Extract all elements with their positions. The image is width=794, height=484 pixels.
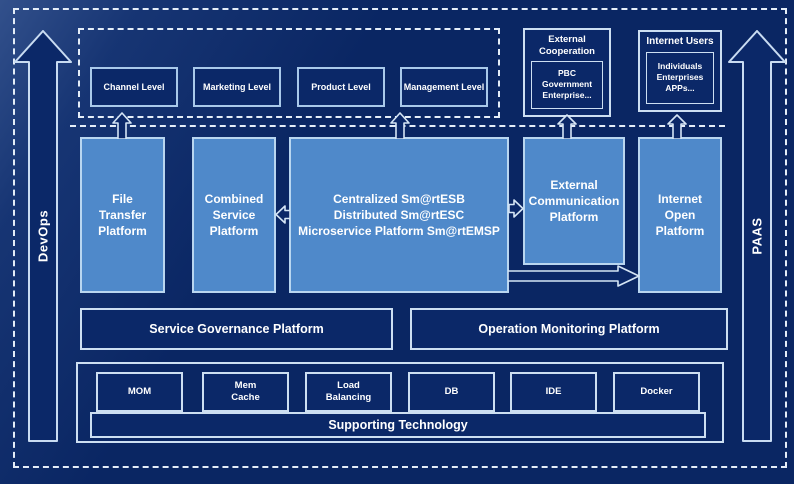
external-cooperation-members: PBC Government Enterprise...	[531, 60, 603, 109]
tech-box-load-balancing: Load Balancing	[305, 372, 392, 412]
outer-dashed-border	[13, 8, 787, 468]
up-arrow-shape	[14, 30, 72, 442]
supporting-technology-bar: Supporting Technology	[90, 412, 706, 438]
long-right-arrow-icon	[508, 265, 640, 287]
business-levels-container	[78, 28, 500, 118]
technology-container	[76, 362, 724, 443]
combined-service-platform: Combined Service Platform	[192, 137, 276, 293]
file-transfer-platform: File Transfer Platform	[80, 137, 165, 293]
level-label: Channel Level	[103, 82, 165, 92]
level-box-marketing: Marketing Level	[193, 67, 281, 107]
esb-line-2: Distributed Sm@rtESC	[333, 207, 465, 222]
service-governance-platform: Service Governance Platform	[80, 308, 393, 350]
level-box-channel: Channel Level	[90, 67, 178, 107]
tech-box-db: DB	[408, 372, 495, 412]
internet-users-members: Individuals Enterprises APPs...	[646, 51, 714, 104]
level-label: Management Level	[403, 82, 485, 92]
level-box-product: Product Level	[297, 67, 385, 107]
level-label: Product Level	[311, 82, 371, 92]
up-arrow-icon	[557, 114, 577, 139]
up-arrow-icon	[667, 114, 687, 139]
up-arrow-shape	[728, 30, 786, 442]
paas-label: PAAS	[749, 217, 765, 255]
esb-platform: Centralized Sm@rtESB Distributed Sm@rtES…	[289, 137, 509, 293]
esb-line-3: Microservice Platform Sm@rtEMSP	[298, 224, 500, 239]
tech-box-mom: MOM	[96, 372, 183, 412]
internet-users-box: Internet Users Individuals Enterprises A…	[638, 30, 722, 112]
external-cooperation-box: External Cooperation PBC Government Ente…	[523, 28, 611, 117]
external-communication-platform: External Communication Platform	[523, 137, 625, 265]
up-arrow-icon	[390, 112, 410, 139]
left-arrow-icon	[275, 205, 290, 224]
paas-arrow: PAAS	[728, 30, 786, 442]
level-box-management: Management Level	[400, 67, 488, 107]
external-cooperation-title: External Cooperation	[539, 34, 595, 57]
devops-arrow: DevOps	[14, 30, 72, 442]
devops-label: DevOps	[35, 209, 51, 263]
esb-line-1: Centralized Sm@rtESB	[333, 191, 465, 206]
operation-monitoring-platform: Operation Monitoring Platform	[410, 308, 728, 350]
internet-users-title: Internet Users	[646, 36, 714, 47]
up-arrow-icon	[112, 112, 132, 139]
level-label: Marketing Level	[202, 82, 272, 92]
right-arrow-icon	[508, 199, 524, 218]
tech-box-docker: Docker	[613, 372, 700, 412]
internet-open-platform: Internet Open Platform	[638, 137, 722, 293]
tech-box-mem-cache: Mem Cache	[202, 372, 289, 412]
tech-box-ide: IDE	[510, 372, 597, 412]
